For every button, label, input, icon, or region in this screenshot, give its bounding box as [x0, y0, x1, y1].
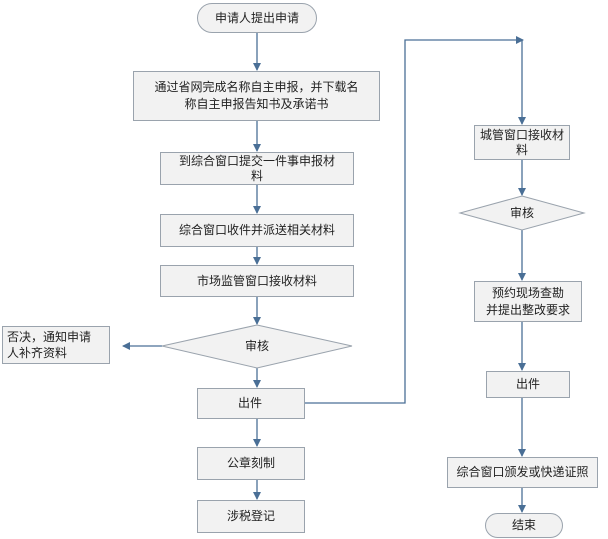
site-inspection-line2: 并提出整改要求 — [485, 302, 570, 317]
tax-registration-label: 涉税登记 — [226, 509, 275, 523]
city-review-decision-label: 审核 — [509, 206, 534, 220]
deliver-license-step: 综合窗口颁发或快递证照 — [447, 457, 598, 488]
site-inspection-line1: 预约现场查勘 — [491, 285, 564, 300]
city-receive-line1: 城管窗口接收材 — [479, 127, 564, 142]
city-issue-step: 出件 — [486, 371, 570, 398]
start-node: 申请人提出申请 — [197, 3, 317, 33]
arrow-issue-to-city — [305, 36, 524, 404]
city-receive-line2: 料 — [515, 142, 528, 157]
market-receive-label: 市场监管窗口接收材料 — [196, 273, 317, 288]
dispatch-materials-step: 综合窗口收件并派送相关材料 — [160, 214, 354, 247]
review-diamond-shape — [161, 324, 353, 369]
review-decision-label: 审核 — [244, 339, 269, 353]
online-declare-step: 通过省网完成名称自主申报，并下载名 称自主申报告知书及承诺书 — [133, 71, 380, 121]
city-receive-step: 城管窗口接收材 料 — [474, 125, 570, 160]
seal-engraving-step: 公章刻制 — [197, 447, 305, 480]
end-node: 结束 — [485, 513, 563, 538]
rejected-line1: 否决，通知申请 — [7, 330, 92, 344]
rejected-line2: 人补齐资料 — [7, 346, 68, 360]
submit-materials-step: 到综合窗口提交一件事申报材 料 — [160, 152, 354, 185]
submit-materials-line1: 到综合窗口提交一件事申报材 — [178, 153, 335, 168]
submit-materials-line2: 料 — [250, 168, 263, 183]
site-inspection-step: 预约现场查勘 并提出整改要求 — [474, 281, 582, 322]
online-declare-line1: 通过省网完成名称自主申报，并下载名 — [154, 80, 359, 94]
market-receive-step: 市场监管窗口接收材料 — [160, 265, 354, 297]
tax-registration-step: 涉税登记 — [197, 500, 305, 533]
rejected-note: 否决，通知申请 人补齐资料 — [2, 326, 110, 364]
dispatch-materials-label: 综合窗口收件并派送相关材料 — [178, 223, 335, 237]
city-review-diamond-shape — [458, 195, 586, 231]
issue-step: 出件 — [197, 388, 305, 419]
online-declare-line2: 称自主申报告知书及承诺书 — [184, 97, 329, 111]
seal-engraving-label: 公章刻制 — [226, 456, 275, 470]
issue-label: 出件 — [238, 396, 263, 410]
end-label: 结束 — [511, 518, 536, 532]
start-label: 申请人提出申请 — [214, 10, 299, 25]
deliver-license-label: 综合窗口颁发或快递证照 — [456, 465, 589, 479]
city-issue-label: 出件 — [515, 377, 540, 391]
